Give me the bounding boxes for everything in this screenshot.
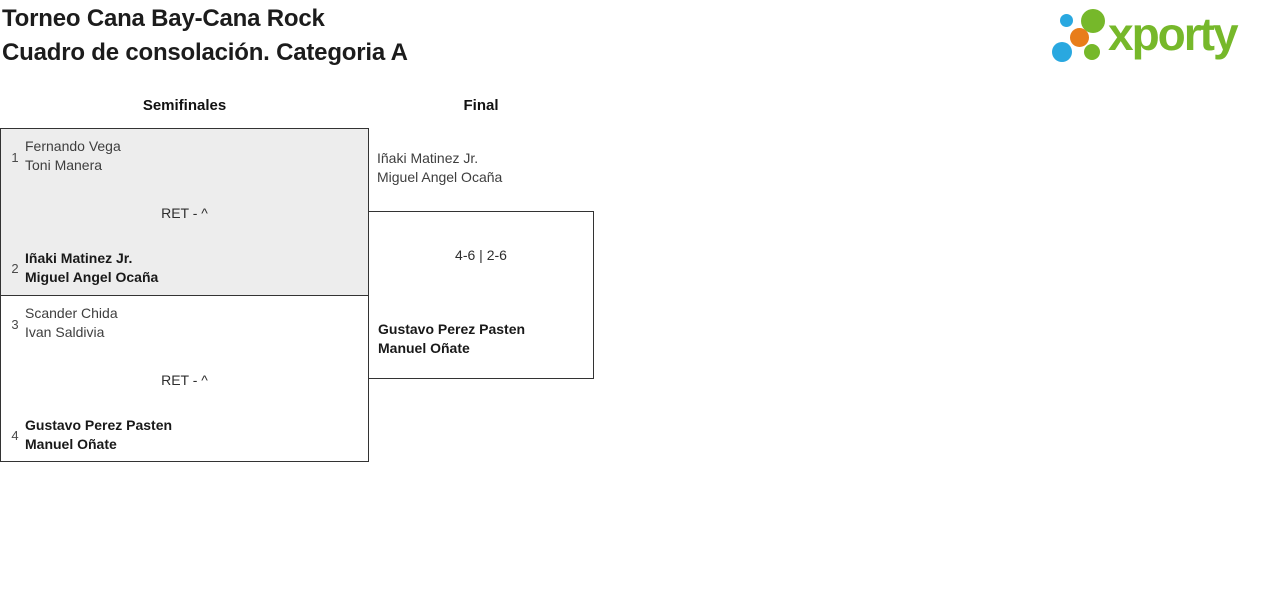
match-score: RET - ^ [161, 372, 208, 388]
logo-dot-small-blue-icon [1060, 14, 1073, 27]
round-header-final: Final [463, 97, 499, 114]
logo-dot-large-blue-icon [1052, 42, 1072, 62]
team-semifinal2-top: Scander Chida Ivan Saldivia [25, 304, 362, 342]
player-name: Ivan Saldivia [25, 324, 105, 340]
seed-number-2: 2 [11, 261, 19, 276]
final-score: 4-6 | 2-6 [455, 247, 507, 263]
player-name: Manuel Oñate [25, 436, 117, 452]
player-name: Toni Manera [25, 157, 103, 173]
logo-dot-orange-icon [1070, 28, 1089, 47]
player-name: Gustavo Perez Pasten [25, 417, 173, 433]
seed-number-3: 3 [11, 317, 19, 332]
player-name: Scander Chida [25, 305, 118, 321]
player-name: Miguel Angel Ocaña [377, 169, 503, 185]
xporty-logo[interactable]: xporty [1050, 0, 1280, 75]
match-semifinal-2[interactable]: 3 Scander Chida Ivan Saldivia RET - ^ 4 … [0, 295, 369, 462]
round-header-semifinales: Semifinales [142, 97, 227, 114]
player-name: Iñaki Matinez Jr. [377, 150, 479, 166]
player-name: Iñaki Matinez Jr. [25, 250, 133, 266]
team-final-bottom-winner: Gustavo Perez Pasten Manuel Oñate [378, 320, 525, 358]
player-name: Miguel Angel Ocaña [25, 269, 159, 285]
match-score: RET - ^ [161, 205, 208, 221]
player-name: Manuel Oñate [378, 340, 470, 356]
team-final-top: Iñaki Matinez Jr. Miguel Angel Ocaña [377, 149, 502, 187]
tournament-name: Torneo Cana Bay-Cana Rock [2, 5, 325, 32]
team-semifinal2-bottom-winner: Gustavo Perez Pasten Manuel Oñate [25, 416, 362, 454]
bracket-subtitle: Cuadro de consolación. Categoria A [2, 39, 408, 66]
match-final[interactable]: 4-6 | 2-6 Gustavo Perez Pasten Manuel Oñ… [368, 211, 594, 379]
team-semifinal1-top: Fernando Vega Toni Manera [25, 137, 362, 175]
seed-number-4: 4 [11, 428, 19, 443]
team-semifinal1-bottom-winner: Iñaki Matinez Jr. Miguel Angel Ocaña [25, 249, 362, 287]
player-name: Gustavo Perez Pasten [378, 321, 526, 337]
logo-dot-small-green-icon [1084, 44, 1100, 60]
seed-number-1: 1 [11, 150, 19, 165]
match-semifinal-1[interactable]: 1 Fernando Vega Toni Manera RET - ^ 2 Iñ… [0, 128, 369, 296]
xporty-logo-text: xporty [1108, 8, 1239, 60]
player-name: Fernando Vega [25, 138, 121, 154]
page-title: Torneo Cana Bay-Cana Rock Cuadro de cons… [2, 2, 408, 70]
